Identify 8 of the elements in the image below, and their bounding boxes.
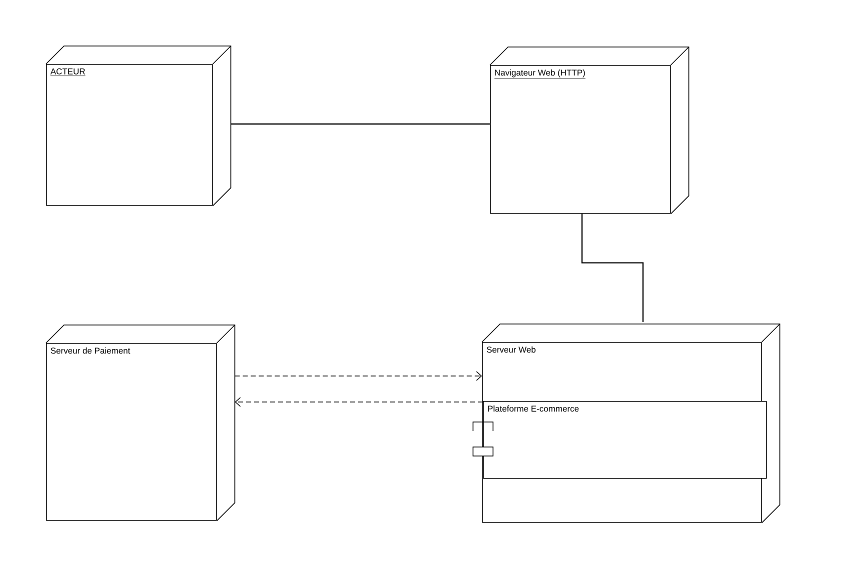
connector	[234, 397, 484, 407]
connector	[230, 123, 490, 125]
component-box: Plateforme E-commerce	[483, 401, 767, 479]
connector	[581, 214, 644, 322]
node-box: Serveur de Paiement	[46, 324, 236, 522]
connector	[234, 371, 482, 381]
node-box: ACTEUR	[46, 46, 232, 206]
node-box: Navigateur Web (HTTP)	[490, 46, 690, 214]
